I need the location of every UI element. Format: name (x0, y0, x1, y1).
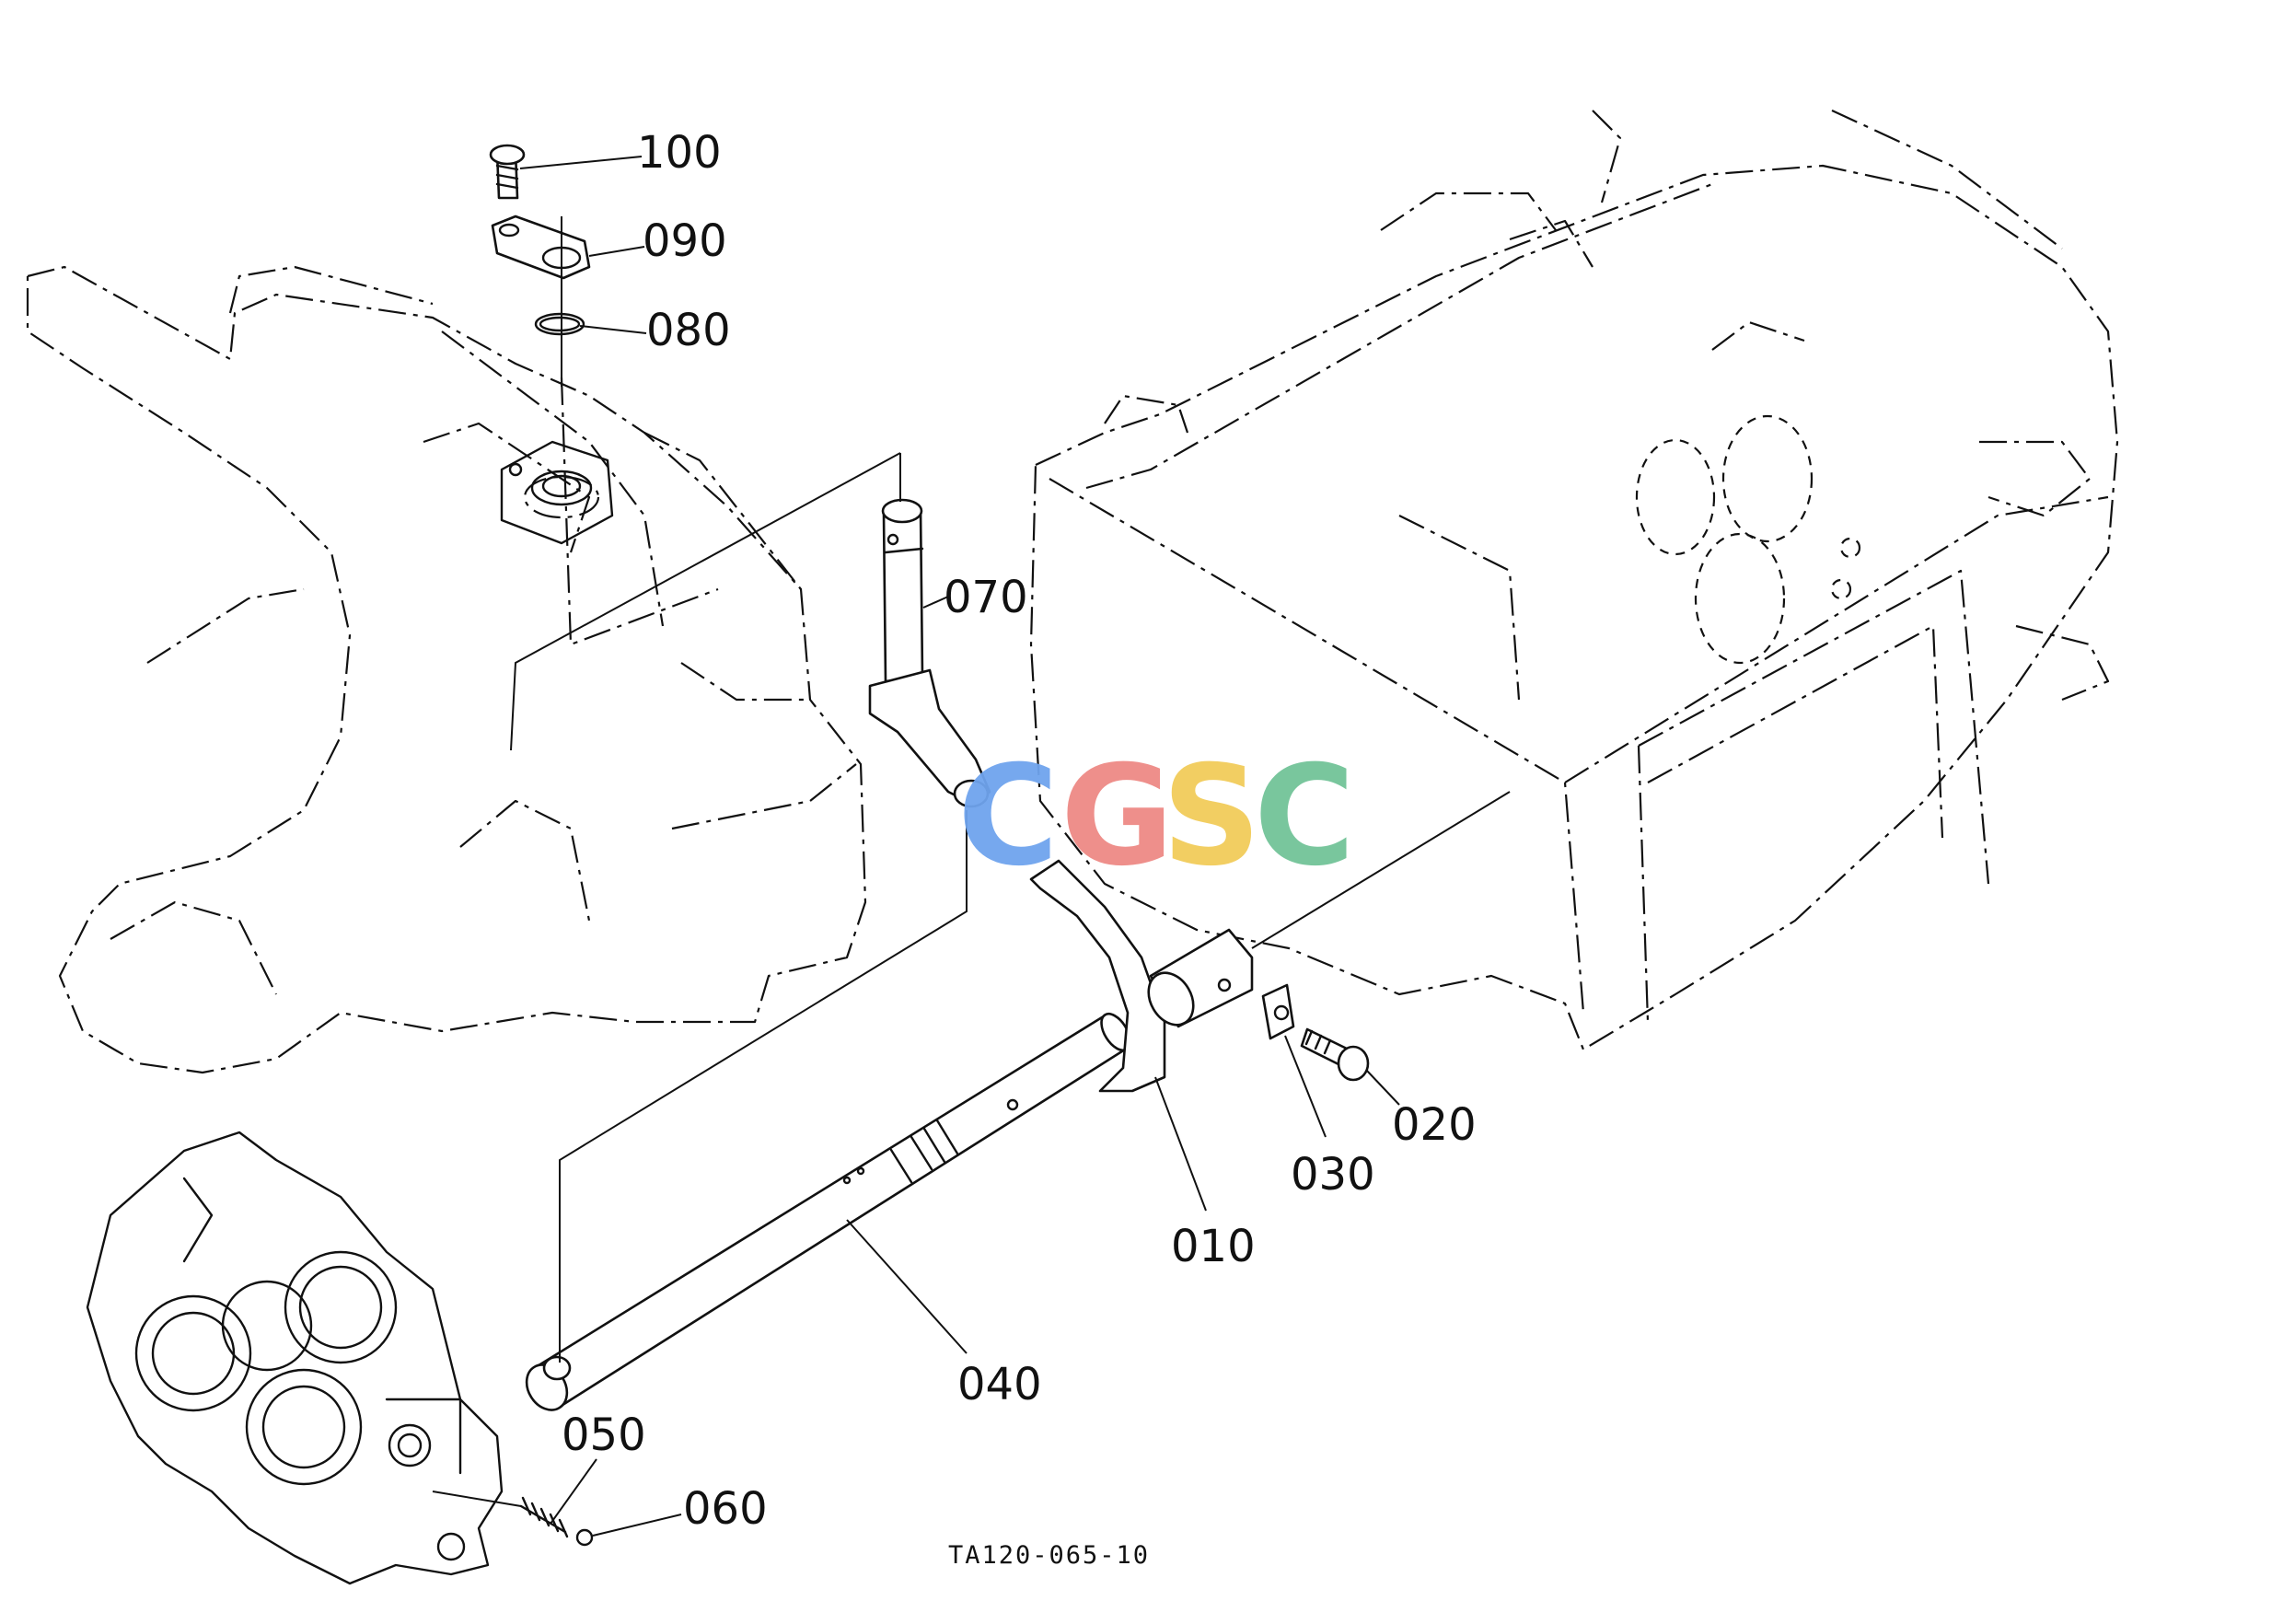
label-050: 050 (562, 1409, 646, 1461)
label-020: 020 (1392, 1099, 1477, 1151)
label-100: 100 (637, 127, 722, 179)
part-labels: 010 020 030 040 050 060 070 080 090 100 (562, 127, 1477, 1535)
watermark-letter-3: S (1162, 737, 1261, 897)
label-090: 090 (643, 215, 727, 267)
shift-rod-040 (525, 1012, 1131, 1411)
leader-lines (519, 156, 1400, 1537)
label-060: 060 (683, 1483, 768, 1535)
label-040: 040 (957, 1359, 1042, 1410)
drawing-code: TA120-065-10 (948, 1541, 1150, 1570)
label-030: 030 (1291, 1149, 1375, 1201)
bolt-020 (1300, 1027, 1370, 1082)
front-cover (86, 1131, 504, 1585)
shift-lever-070 (868, 498, 991, 808)
cgsc-watermark: C G S C (957, 737, 1355, 897)
right-transmission-case (1029, 110, 2119, 1051)
left-transmission-case (26, 265, 867, 1074)
lock-plate-030 (1261, 983, 1295, 1040)
label-080: 080 (646, 305, 731, 356)
watermark-letter-2: G (1060, 737, 1174, 897)
plate-090 (491, 215, 591, 280)
ball-060 (575, 1528, 594, 1547)
watermark-letter-4: C (1254, 737, 1355, 897)
spring-050 (519, 1496, 569, 1538)
shift-fork-010 (1029, 859, 1254, 1093)
bolt-100 (489, 144, 526, 200)
label-070: 070 (944, 572, 1028, 623)
label-010: 010 (1171, 1221, 1256, 1272)
shifter-boss (500, 440, 614, 545)
watermark-letter-1: C (957, 737, 1059, 897)
assembly-reference-lines (432, 216, 1511, 1507)
o-ring-080 (534, 312, 585, 336)
